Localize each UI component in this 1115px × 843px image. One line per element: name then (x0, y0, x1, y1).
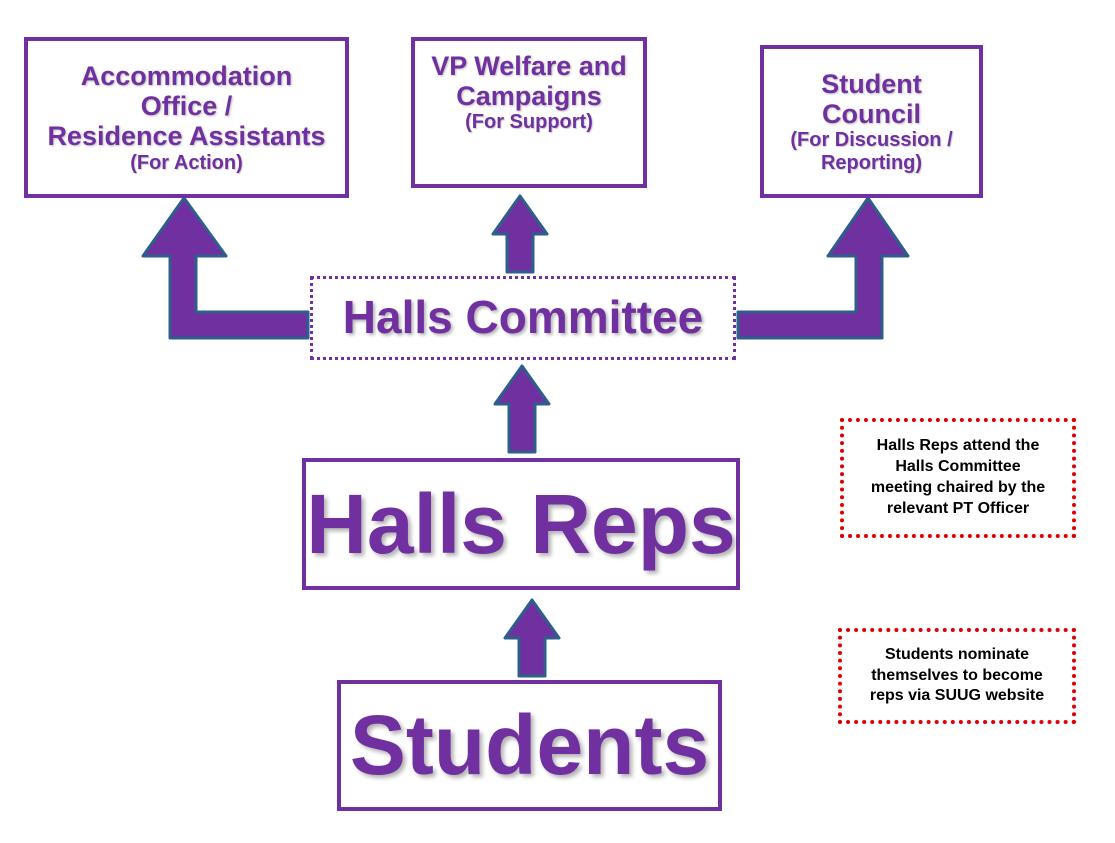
halls-committee-label: Halls Committee (342, 291, 704, 344)
vp-welfare-line-1: VP Welfare and (431, 51, 627, 81)
arrow-reps-to-committee (493, 364, 551, 454)
accommodation-office-box: Accommodation Office / Residence Assista… (24, 37, 349, 198)
vp-welfare-box: VP Welfare and Campaigns (For Support) (411, 37, 647, 188)
vp-welfare-line-2: Campaigns (456, 81, 602, 112)
committee-note-line-1: Halls Reps attend the (876, 437, 1040, 455)
accommodation-line-2: Office / (140, 91, 233, 122)
halls-reps-label: Halls Reps (306, 476, 736, 571)
accommodation-subtitle: (For Action) (130, 151, 243, 174)
students-note-line-2: themselves to become (871, 666, 1043, 684)
student-council-subtitle-1: (For Discussion / (790, 129, 953, 152)
halls-reps-box: Halls Reps (302, 458, 740, 590)
student-council-line-1: Student (821, 68, 922, 99)
accommodation-line-1: Accommodation (80, 60, 293, 91)
halls-committee-box: Halls Committee (310, 276, 736, 360)
student-council-box: Student Council (For Discussion / Report… (760, 45, 983, 198)
arrow-committee-to-accommodation (141, 196, 310, 340)
students-note: Students nominate themselves to become r… (838, 628, 1076, 724)
students-note-line-3: reps via SUUG website (869, 687, 1045, 705)
students-label: Students (349, 698, 710, 793)
students-box: Students (337, 680, 722, 811)
student-council-subtitle-2: Reporting) (820, 151, 923, 174)
arrow-committee-to-council (736, 196, 910, 340)
vp-welfare-subtitle: (For Support) (465, 111, 593, 134)
committee-note-line-3: meeting chaired by the (870, 479, 1046, 496)
students-note-line-1: Students nominate (884, 645, 1029, 663)
committee-note: Halls Reps attend the Halls Committee me… (840, 418, 1076, 538)
student-council-line-2: Council (822, 99, 921, 130)
arrow-committee-to-vp (491, 194, 549, 274)
accommodation-line-3: Residence Assistants (47, 121, 326, 152)
arrow-students-to-reps (503, 598, 561, 678)
committee-note-line-4: relevant PT Officer (886, 499, 1030, 517)
committee-note-line-2: Halls Committee (895, 458, 1021, 476)
